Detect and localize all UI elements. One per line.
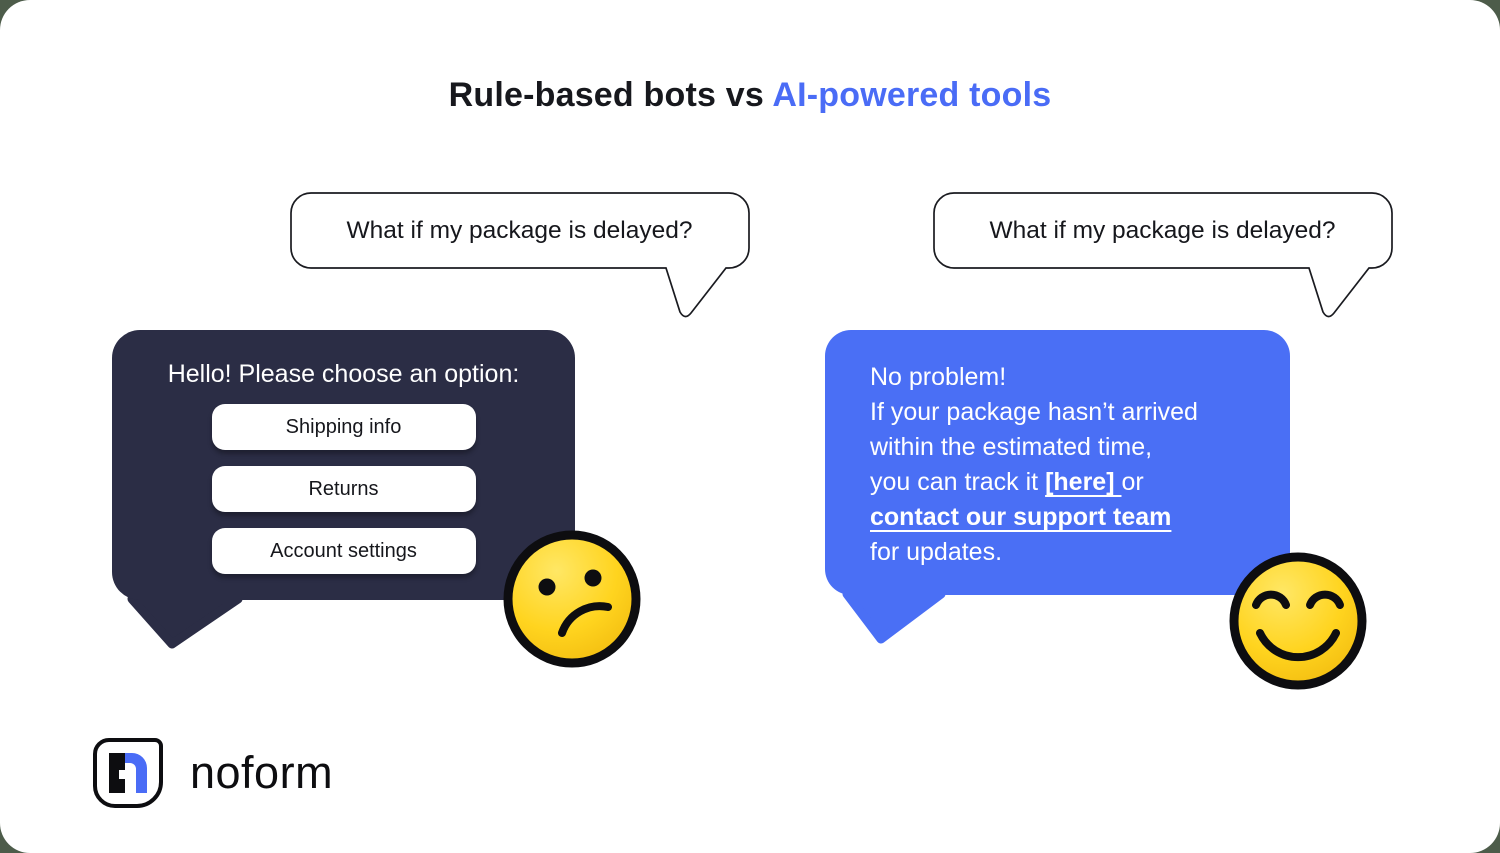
brand-logo: noform: [93, 738, 333, 808]
page-title-dark: Rule-based bots vs: [448, 76, 773, 114]
answer-line-4-text: you can track it: [870, 468, 1046, 496]
answer-line-2: If your package hasn’t arrived: [870, 398, 1198, 426]
answer-line-4-tail: or: [1121, 468, 1144, 496]
answer-line-4: you can track it [here] or: [870, 465, 1256, 500]
ai-bot-bubble: No problem! If your package hasn’t arriv…: [825, 330, 1290, 595]
speech-bubble-outline: [933, 192, 1393, 318]
rule-bot-bubble: Hello! Please choose an option: Shipping…: [112, 330, 575, 600]
option-button-returns[interactable]: Returns: [211, 466, 476, 512]
answer-line-3: within the estimated time,: [870, 433, 1153, 461]
user-question-bubble-left: What if my package is delayed?: [289, 192, 752, 324]
question-text: What if my package is delayed?: [989, 216, 1336, 244]
answer-line-1: No problem!: [870, 363, 1007, 391]
option-button-stack: Shipping info Returns Account settings: [211, 404, 476, 574]
question-text: What if my package is delayed?: [346, 216, 693, 244]
option-button-account-settings[interactable]: Account settings: [211, 528, 476, 574]
answer-line-6: for updates.: [870, 538, 1003, 566]
page-title-accent: AI-powered tools: [772, 76, 1052, 114]
track-here-link[interactable]: [here]: [1045, 468, 1122, 496]
contact-support-link[interactable]: contact our support team: [870, 503, 1172, 531]
brand-wordmark: noform: [190, 747, 334, 798]
blue-bubble-tail: [842, 591, 946, 644]
smiling-face-emoji: [1229, 552, 1367, 690]
brand-logo-mark: [93, 738, 163, 808]
page-title: Rule-based bots vs AI-powered tools: [0, 76, 1500, 115]
dark-bubble-tail: [127, 596, 243, 649]
noform-icon: [109, 753, 147, 793]
speech-bubble-outline: [290, 192, 750, 318]
answer-line-5: contact our support team: [870, 500, 1256, 535]
bot-prompt-text: Hello! Please choose an option:: [167, 360, 520, 388]
option-button-shipping-info[interactable]: Shipping info: [211, 404, 476, 450]
user-question-bubble-right: What if my package is delayed?: [932, 192, 1395, 324]
confused-face-emoji: [503, 530, 641, 668]
